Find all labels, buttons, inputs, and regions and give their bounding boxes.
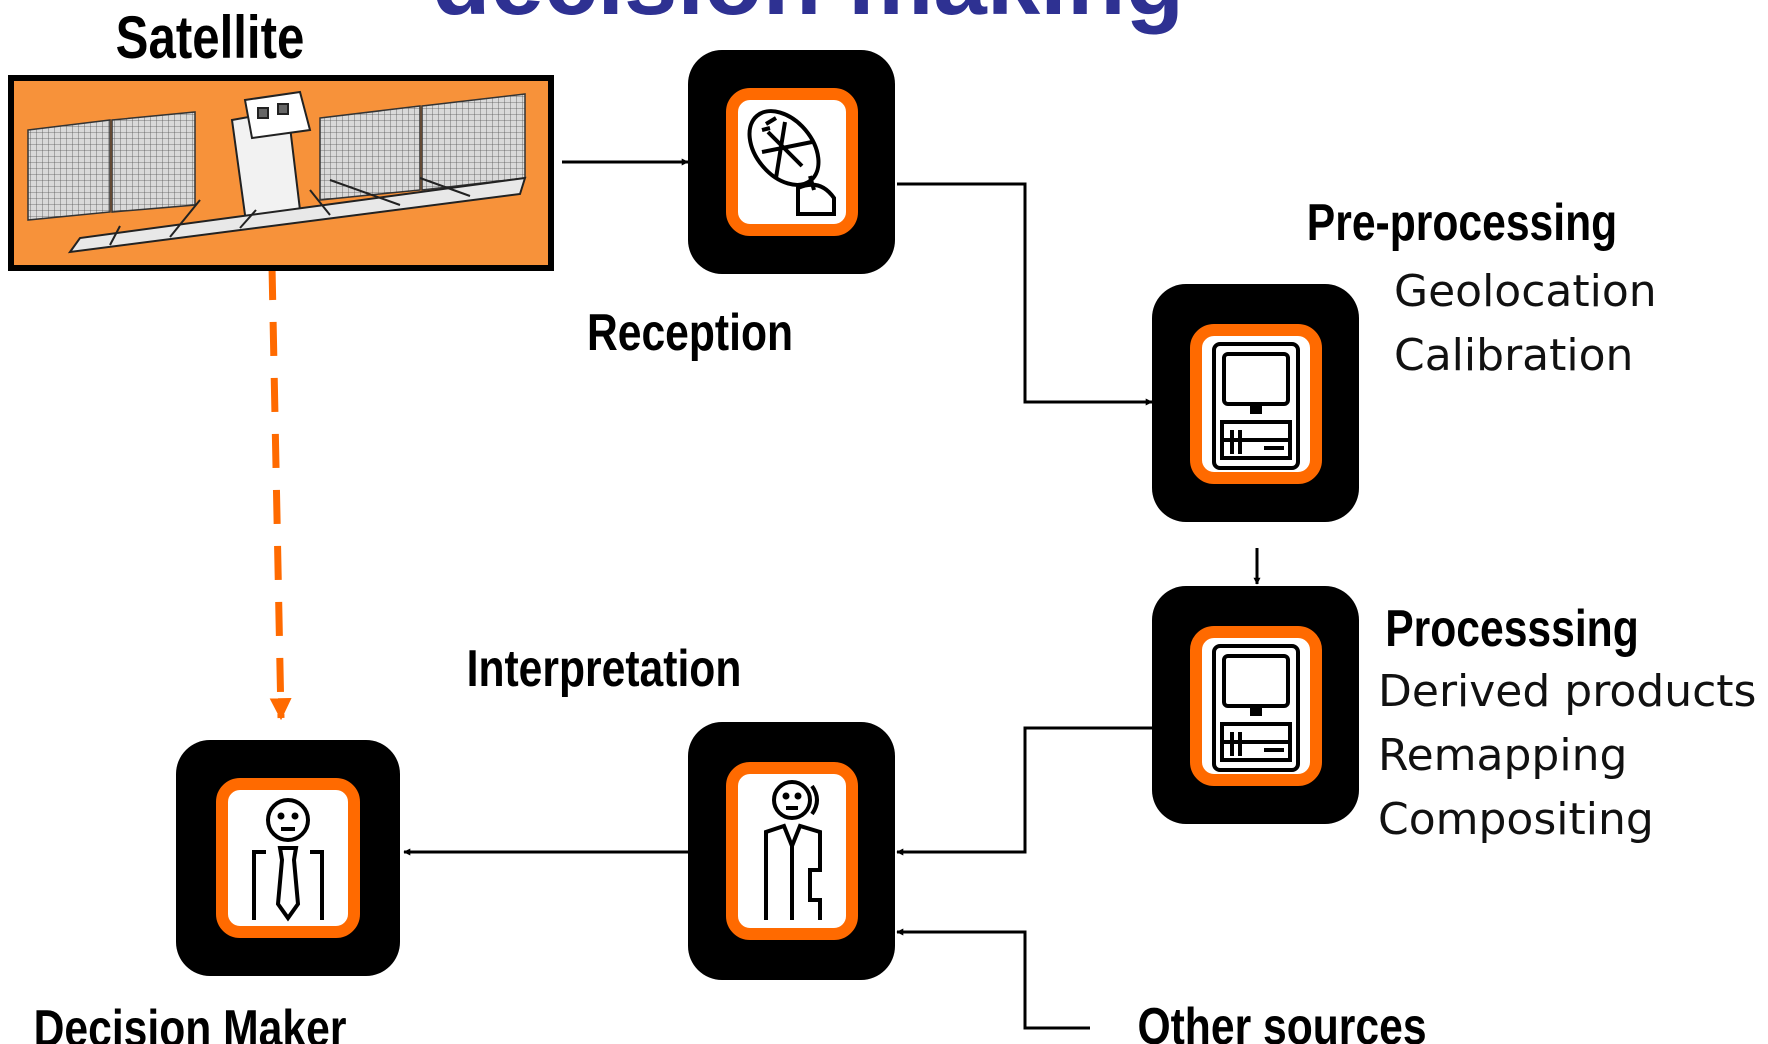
satellite-dish-icon xyxy=(747,109,836,216)
arrow-processing-to-interpretation xyxy=(896,726,1155,856)
processing-item-remapping: Remapping xyxy=(1378,730,1627,781)
computer-icon xyxy=(1212,342,1300,470)
diagram-title: decision making xyxy=(432,0,1184,35)
other-sources-label: Other sources xyxy=(1137,998,1426,1044)
preprocessing-item-geolocation: Geolocation xyxy=(1394,266,1657,317)
arrow-other-sources-to-interpretation xyxy=(896,928,1090,1030)
arrow-reception-to-preprocessing xyxy=(897,182,1153,406)
preprocessing-label: Pre-processing xyxy=(1307,194,1617,252)
computer-icon xyxy=(1212,644,1300,772)
decision-maker-node xyxy=(176,740,400,976)
analyst-person-icon xyxy=(764,780,822,920)
person-with-tie-icon xyxy=(252,798,324,922)
processing-node xyxy=(1152,586,1359,824)
satellite-image xyxy=(8,75,554,271)
preprocessing-item-calibration: Calibration xyxy=(1394,330,1633,381)
decision-maker-label: Decision Maker xyxy=(34,1000,347,1044)
interpretation-node xyxy=(688,722,895,980)
arrow-satellite-to-decision-maker xyxy=(268,265,292,721)
processing-label: Processsing xyxy=(1385,600,1639,658)
reception-node xyxy=(688,50,895,274)
processing-item-compositing: Compositing xyxy=(1378,794,1654,845)
reception-label: Reception xyxy=(587,304,793,362)
preprocessing-node xyxy=(1152,284,1359,522)
processing-item-derived-products: Derived products xyxy=(1378,666,1756,717)
interpretation-label: Interpretation xyxy=(467,640,742,698)
satellite-label: Satellite xyxy=(116,3,305,71)
connectors xyxy=(403,158,1261,1030)
